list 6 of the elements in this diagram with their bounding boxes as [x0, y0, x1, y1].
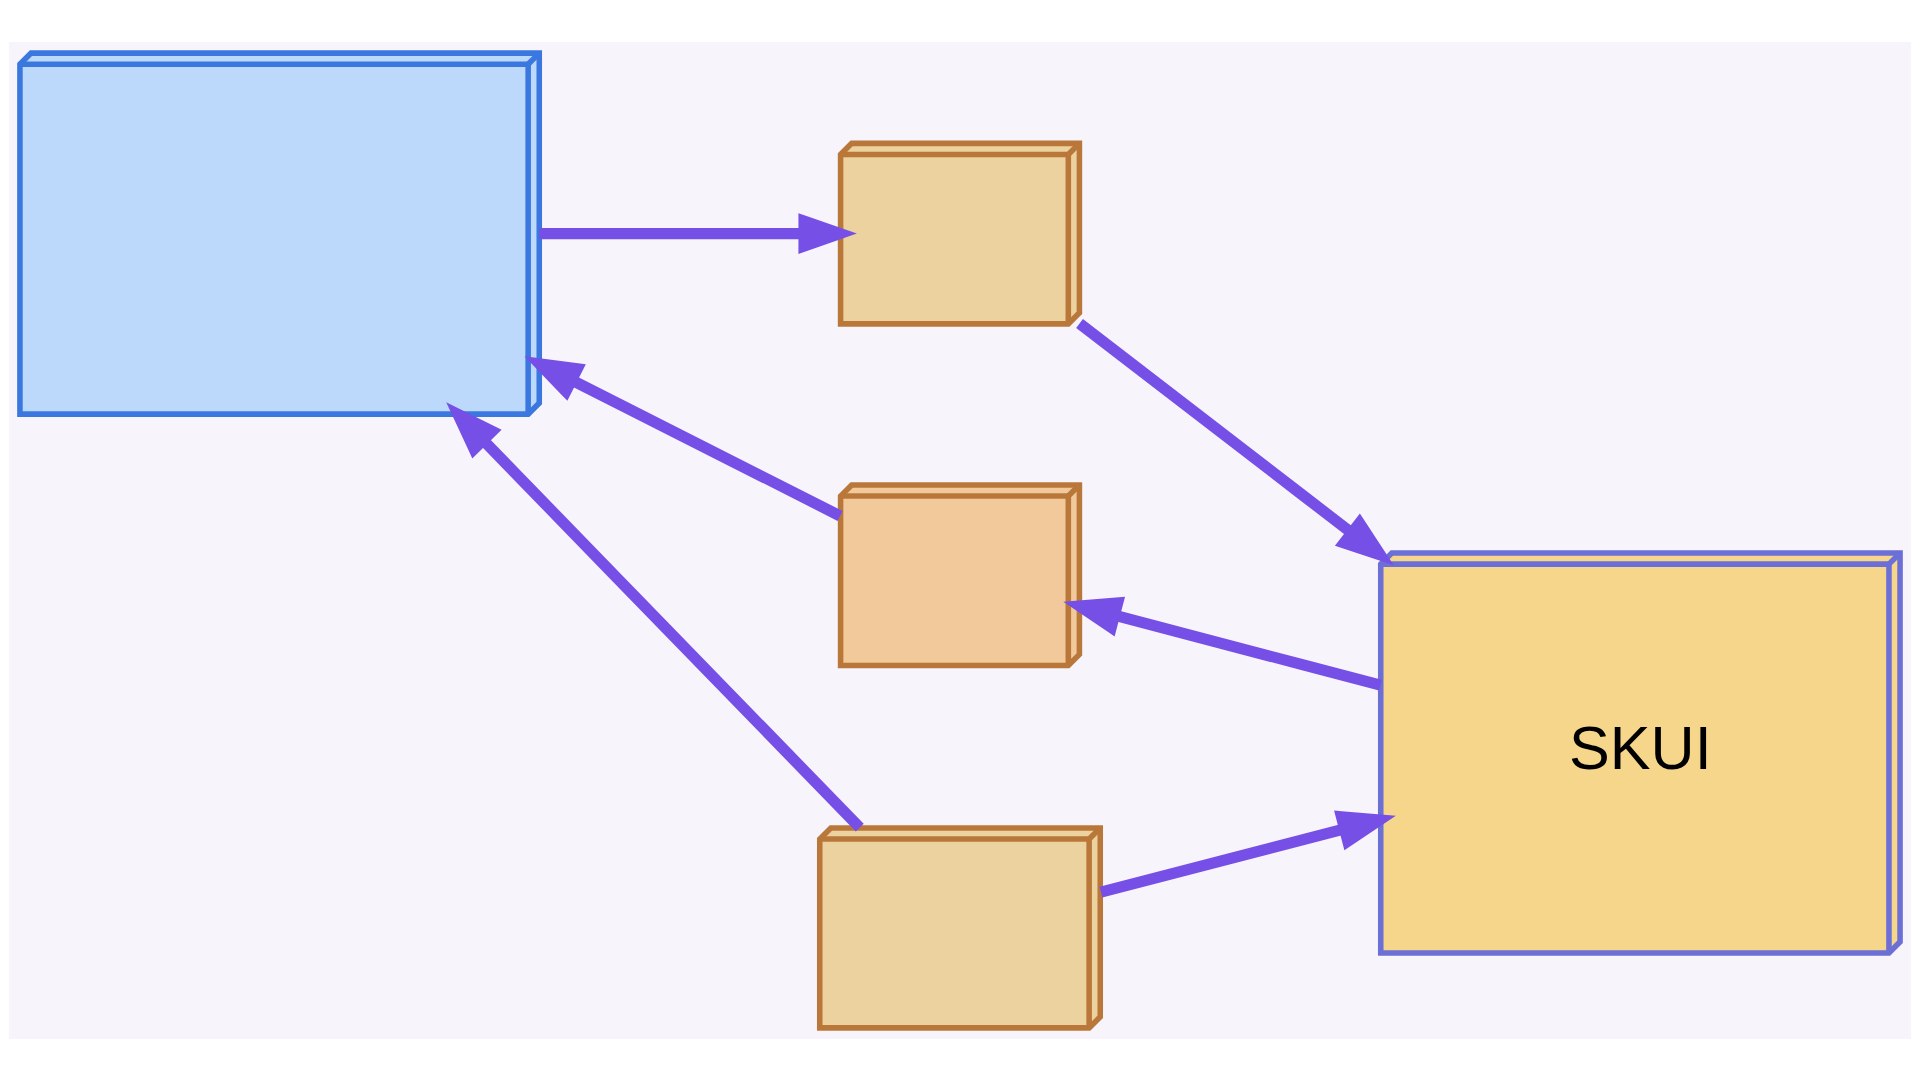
arrow: [1099, 810, 1396, 897]
arrow: [524, 355, 843, 521]
arrow: [1076, 318, 1394, 565]
arrow: [539, 212, 857, 254]
arrow: [1063, 596, 1382, 691]
arrow: [446, 401, 864, 831]
